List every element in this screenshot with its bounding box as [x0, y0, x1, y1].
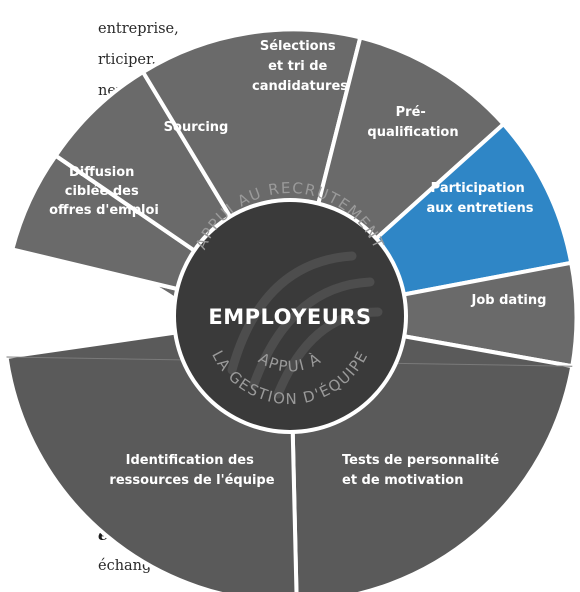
center-title: EMPLOYEURS — [208, 305, 371, 329]
label-prequal: Pré- qualification — [367, 105, 458, 140]
label-diffusion: Diffusion ciblée des offres d'emploi — [49, 165, 159, 218]
background-text-line-1: entreprise, — [98, 21, 179, 37]
label-selections: Sélections et tri de candidatures — [252, 39, 348, 94]
label-sourcing: Sourcing — [164, 120, 229, 135]
label-identification: Identification des ressources de l'équip… — [109, 453, 274, 488]
label-jobdating: Job dating — [471, 293, 547, 308]
label-tests: Tests de personnalité et de motivation — [342, 453, 504, 488]
label-analyse: Analyse des postes — [38, 287, 117, 321]
center-swoosh-graphic — [227, 251, 383, 399]
background-text-line-2: rticiper. — [98, 52, 156, 68]
label-participation: Participation aux entretiens — [427, 181, 534, 216]
